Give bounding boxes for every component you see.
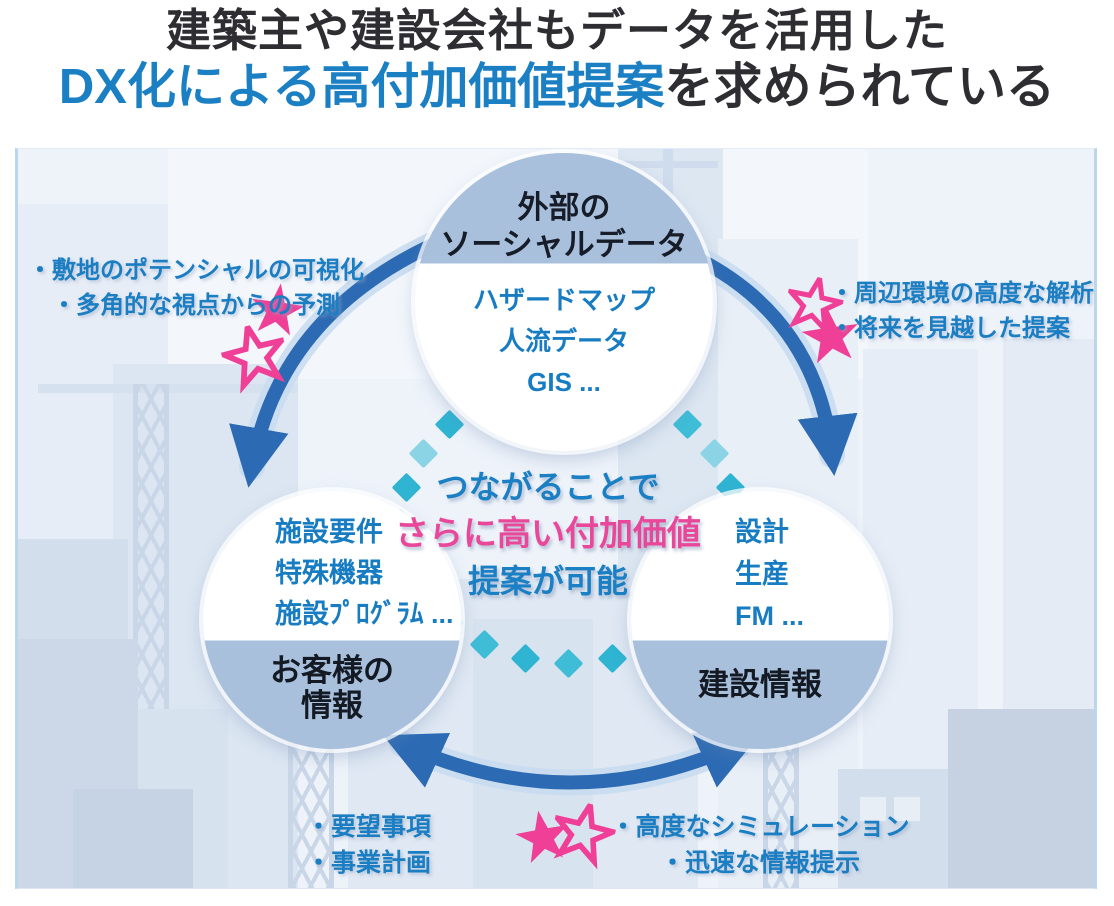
diagram-panel: 外部の ソーシャルデータ ハザードマップ 人流データ GIS ... 施設要件 … bbox=[15, 148, 1097, 889]
list-item: ハザードマップ bbox=[472, 285, 655, 316]
circle-top-title-line2: ソーシャルデータ bbox=[440, 227, 688, 263]
headline: 建築主や建設会社もデータを活用した DX化による高付加価値提案を求められている bbox=[0, 4, 1114, 117]
annotation-bottom-right: ・高度なシミュレーション ・迅速な情報提示 bbox=[610, 809, 910, 882]
annotation-line: ・迅速な情報提示 bbox=[659, 849, 860, 878]
annotation-line: ・要望事項 bbox=[306, 813, 432, 841]
list-item: 人流データ bbox=[498, 326, 629, 357]
circle-left-footer: お客様の 情報 bbox=[203, 641, 461, 749]
circle-top-header: 外部の ソーシャルデータ bbox=[415, 153, 713, 271]
circle-top-title-line1: 外部の bbox=[517, 189, 611, 225]
circle-left-title-line2: 情報 bbox=[301, 688, 363, 724]
headline-line1: 建築主や建設会社もデータを活用した bbox=[165, 5, 948, 56]
circle-right-title: 建設情報 bbox=[698, 666, 822, 702]
circle-customer-information: 施設要件 特殊機器 施設ﾌﾟﾛｸﾞﾗﾑ ... お客様の 情報 bbox=[203, 491, 461, 749]
circle-construction-information: 設計 生産 FM ... 建設情報 bbox=[631, 491, 889, 749]
annotation-line: ・将来を見越した提案 bbox=[830, 314, 1070, 342]
circle-top-items: ハザードマップ 人流データ GIS ... bbox=[415, 263, 713, 451]
arrow-top-to-left bbox=[229, 228, 462, 488]
list-item: 設計 bbox=[735, 517, 789, 547]
headline-line2: DX化による高付加価値提案を求められている bbox=[0, 59, 1114, 117]
circle-left-items: 施設要件 特殊機器 施設ﾌﾟﾛｸﾞﾗﾑ ... bbox=[203, 491, 461, 641]
arrow-left-right-bidirectional bbox=[382, 732, 760, 790]
annotation-line: ・多角的な視点からの予測 bbox=[52, 291, 340, 319]
center-message-line2: さらに高い付加価値 bbox=[395, 515, 701, 554]
annotation-line: ・敷地のポテンシャルの可視化 bbox=[28, 257, 364, 284]
annotation-line: ・周辺環境の高度な解析 bbox=[830, 280, 1094, 307]
circle-left-title-line1: お客様の bbox=[270, 652, 394, 688]
circle-right-items: 設計 生産 FM ... bbox=[631, 491, 889, 641]
list-item: FM ... bbox=[735, 601, 804, 631]
annotation-top-left: ・敷地のポテンシャルの可視化 ・多角的な視点からの予測 bbox=[21, 254, 371, 324]
list-item: 特殊機器 bbox=[275, 558, 383, 588]
annotation-line: ・高度なシミュレーション bbox=[610, 813, 910, 841]
annotation-top-right: ・周辺環境の高度な解析 ・将来を見越した提案 bbox=[830, 277, 1094, 347]
annotation-bottom-left: ・要望事項 ・事業計画 bbox=[306, 809, 506, 882]
circle-right-footer: 建設情報 bbox=[631, 641, 889, 749]
circle-external-social-data: 外部の ソーシャルデータ ハザードマップ 人流データ GIS ... bbox=[415, 153, 713, 451]
headline-rest: を求められている bbox=[664, 60, 1056, 115]
list-item: 施設要件 bbox=[275, 517, 383, 547]
center-message: つながることで さらに高い付加価値 提案が可能 bbox=[348, 465, 748, 604]
list-item: GIS ... bbox=[527, 367, 601, 398]
list-item: 施設ﾌﾟﾛｸﾞﾗﾑ ... bbox=[275, 599, 454, 629]
center-message-line3: 提案が可能 bbox=[467, 562, 628, 599]
center-message-line1: つながることで bbox=[436, 469, 660, 505]
list-item: 生産 bbox=[735, 559, 789, 589]
headline-highlight: DX化による高付加価値提案 bbox=[58, 60, 665, 115]
annotation-line: ・事業計画 bbox=[306, 849, 432, 878]
